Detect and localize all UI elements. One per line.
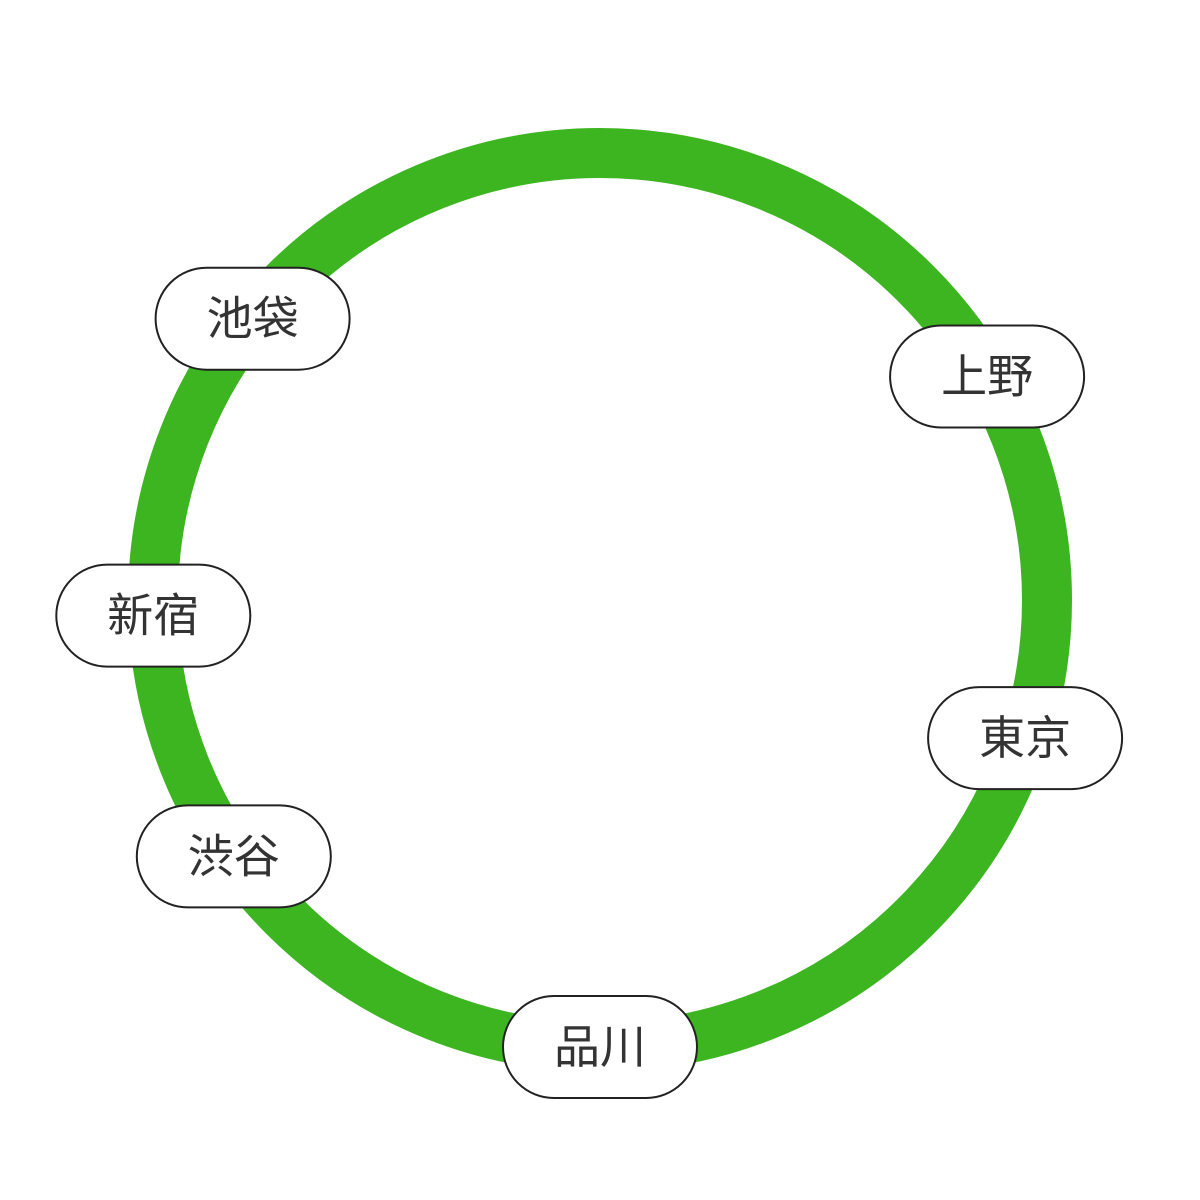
station-pill: [55, 563, 252, 668]
station-label: 東京: [979, 711, 1071, 765]
station-label: 新宿: [107, 589, 199, 643]
station-label: 池袋: [207, 292, 299, 346]
station-pill: [502, 995, 698, 1099]
station-pill: [889, 324, 1086, 429]
station-pill: [927, 686, 1124, 791]
station-marker[interactable]: 渋谷: [135, 804, 332, 909]
station-marker[interactable]: 池袋: [154, 266, 351, 371]
station-marker[interactable]: 東京: [927, 686, 1124, 791]
station-pill: [154, 266, 351, 371]
station-label: 上野: [941, 350, 1033, 404]
station-label: 渋谷: [188, 829, 280, 883]
station-marker[interactable]: 新宿: [55, 563, 252, 668]
station-label: 品川: [554, 1020, 646, 1074]
station-marker[interactable]: 品川: [502, 995, 698, 1099]
station-marker[interactable]: 上野: [889, 324, 1086, 429]
station-pill: [135, 804, 332, 909]
